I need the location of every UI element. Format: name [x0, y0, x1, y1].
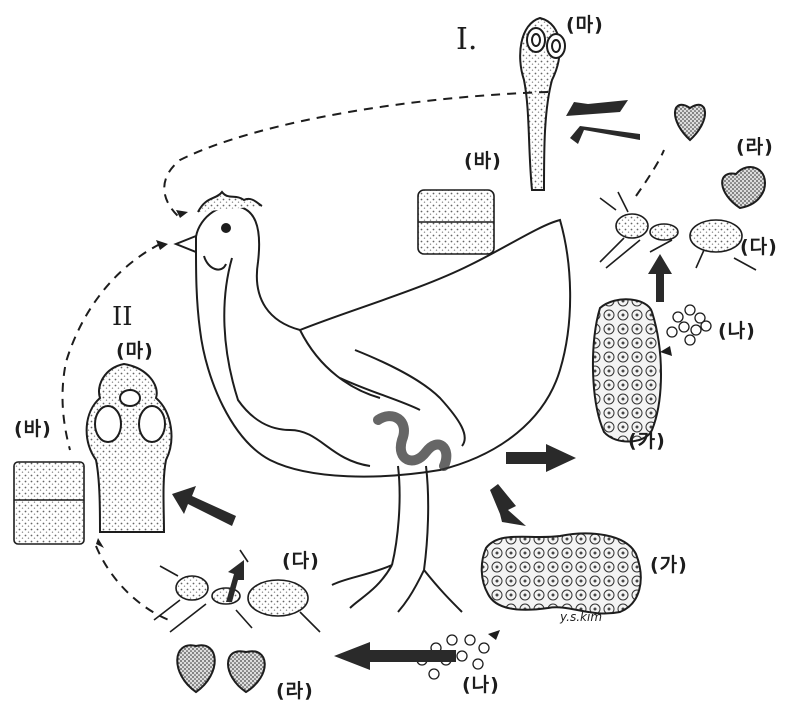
artist-signature: y.s.kim	[560, 610, 602, 624]
cycle-two-intestinal-wall	[14, 462, 84, 544]
cycle-one-gravid-segment	[593, 299, 661, 441]
cycle-one-intestinal-wall	[418, 190, 494, 254]
cycle-two-label-da: (다)	[282, 546, 320, 573]
hen-head	[176, 192, 262, 270]
cycle-two-label-ma: (마)	[116, 336, 154, 363]
cycle-two-label-na: (나)	[462, 670, 500, 697]
cycle-one-egg-cluster	[667, 305, 711, 345]
cycle-two-label-ra: (라)	[276, 676, 314, 703]
cycle-one-scolex	[520, 18, 565, 190]
cycle-one-label-ra: (라)	[736, 132, 774, 159]
cycle-two-label-ga: (가)	[650, 550, 688, 577]
cycle-one-label-ma: (마)	[566, 10, 604, 37]
cycle-two-scolex	[87, 364, 172, 532]
cycle-one-label-ga: (가)	[628, 426, 666, 453]
cycle-one-label-da: (다)	[740, 232, 778, 259]
cycle-two-numeral: II	[112, 302, 133, 332]
cycle-one-label-ba: (바)	[464, 146, 502, 173]
cycle-two-label-ba: (바)	[14, 414, 52, 441]
cycle-one-label-na: (나)	[718, 316, 756, 343]
cycle-two-cysticercoid	[177, 645, 265, 692]
cycle-two-gravid-segment	[482, 533, 641, 613]
cycle-one-ant-intermediate-host	[600, 192, 756, 270]
cycle-one-numeral: I.	[456, 22, 477, 57]
